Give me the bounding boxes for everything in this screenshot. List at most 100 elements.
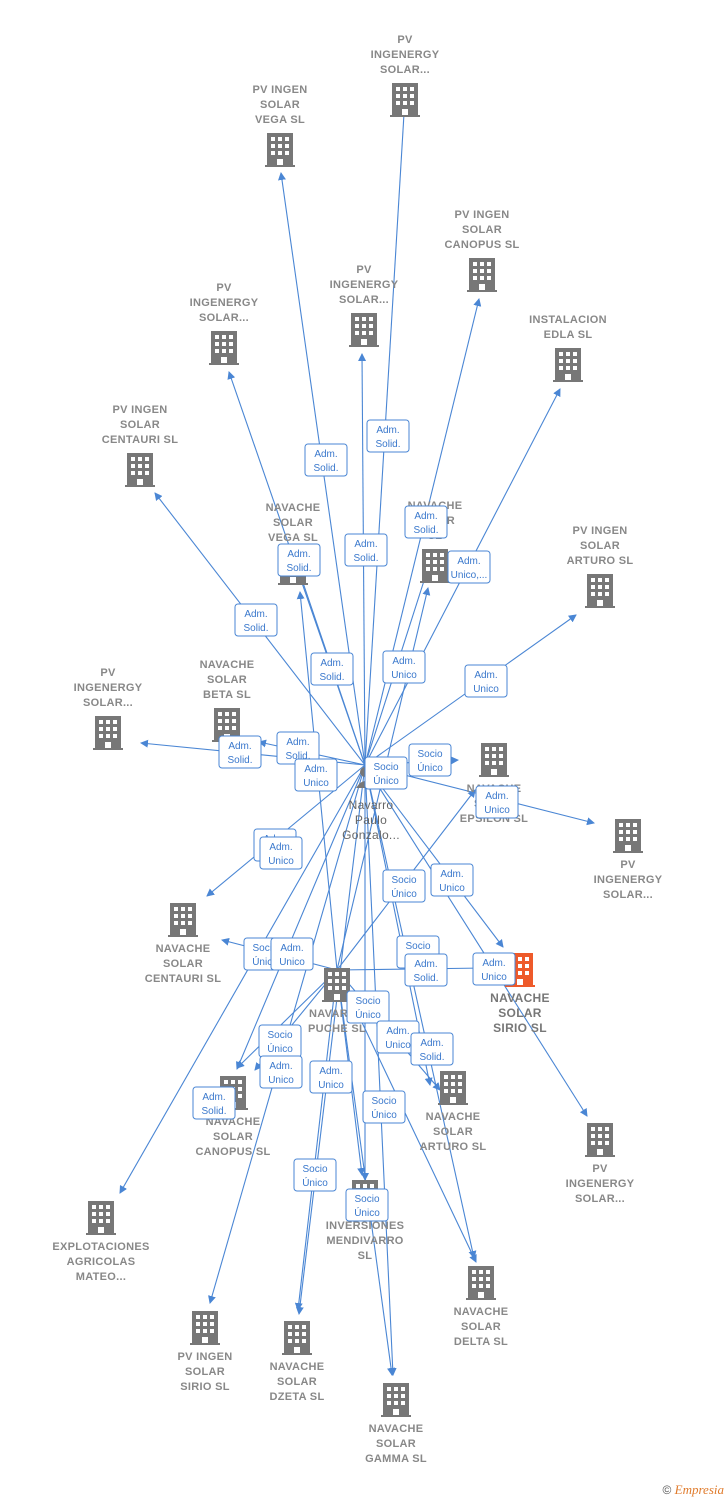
company-label-line: INGENERGY: [190, 297, 259, 309]
edge-label-box: [364, 756, 408, 790]
company-label-line: NAVACHE: [200, 659, 255, 671]
company-label-line: INGENERGY: [566, 1178, 635, 1190]
edge-label-text: Socio: [355, 996, 380, 1007]
company-label-line: CANOPUS SL: [195, 1146, 270, 1158]
building-icon: [209, 331, 239, 365]
edge-label-text: Solid.: [353, 553, 378, 564]
edge-label-l18[interactable]: Adm.Unico: [259, 836, 303, 870]
edge-label-l6[interactable]: Adm.Solid.: [234, 603, 278, 637]
edge-label-l22[interactable]: Adm.Unico: [270, 937, 314, 971]
edge-label-text: Adm.: [392, 656, 415, 667]
edge-label-l30[interactable]: Adm.Unico: [259, 1055, 303, 1089]
edge-label-l24[interactable]: Adm.Solid.: [404, 953, 448, 987]
edge-label-box: [345, 1188, 389, 1222]
edge-label-text: Adm.: [314, 449, 337, 460]
edge-label-box: [475, 785, 519, 819]
edge-label-l7[interactable]: Adm.Unico,...: [447, 550, 491, 584]
edge-label-box: [344, 533, 388, 567]
company-label-line: CANOPUS SL: [444, 239, 519, 251]
company-label-line: SOLAR...: [83, 697, 133, 709]
edge-label-l10[interactable]: Adm.Unico: [464, 664, 508, 698]
edge-label-l29[interactable]: Adm.Solid.: [410, 1032, 454, 1066]
company-node-n14[interactable]: PVINGENERGYSOLAR...: [594, 819, 663, 901]
company-label-line: INSTALACION: [529, 314, 607, 326]
edge-label-l4[interactable]: Adm.Solid.: [344, 533, 388, 567]
building-icon: [585, 1123, 615, 1157]
edge-label-l2[interactable]: Adm.Solid.: [366, 419, 410, 453]
edge-label-l5[interactable]: Adm.Solid.: [404, 505, 448, 539]
edge-label-l3[interactable]: Adm.Solid.: [277, 543, 321, 577]
edge-label-text: Socio: [252, 943, 277, 954]
edge-label-box: [362, 1090, 406, 1124]
building-icon: [381, 1383, 411, 1417]
edge-label-l20[interactable]: Adm.Unico: [430, 863, 474, 897]
edge-label-l13[interactable]: Adm.Unico: [294, 758, 338, 792]
company-label-line: SOLAR: [462, 224, 502, 236]
edge-label-text: Solid.: [313, 463, 338, 474]
company-label-line: PV INGEN: [113, 404, 168, 416]
edge-label-box: [310, 652, 354, 686]
edge-label-l32[interactable]: Adm.Unico: [309, 1060, 353, 1094]
company-node-n5[interactable]: PVINGENERGYSOLAR...: [330, 264, 399, 347]
company-node-n21[interactable]: EXPLOTACIONESAGRICOLASMATEO...: [52, 1201, 149, 1283]
edge-label-l1[interactable]: Adm. Solid.: [304, 443, 348, 477]
company-label-line: PV INGEN: [253, 84, 308, 96]
edge-label-box: [404, 953, 448, 987]
edge-label-l8[interactable]: Adm.Solid.: [310, 652, 354, 686]
company-node-n11[interactable]: PVINGENERGYSOLAR...: [74, 667, 143, 750]
company-node-n4[interactable]: PVINGENERGYSOLAR...: [190, 282, 259, 365]
company-label-line: DZETA SL: [270, 1391, 325, 1403]
company-label-line: VEGA SL: [255, 114, 305, 126]
edge-label-l16[interactable]: Adm.Unico: [475, 785, 519, 819]
edge-label-text: Unico,...: [451, 570, 488, 581]
company-label-line: SOLAR: [461, 1321, 501, 1333]
building-icon: [168, 903, 198, 937]
edge-label-l31[interactable]: Adm.Solid.: [192, 1086, 236, 1120]
edge-label-text: Solid.: [375, 439, 400, 450]
brand-logo[interactable]: Empresia: [674, 1482, 724, 1497]
edge-label-text: Unico: [279, 957, 305, 968]
building-icon: [349, 313, 379, 347]
company-label-line: EXPLOTACIONES: [52, 1241, 149, 1253]
company-label-line: NAVACHE: [270, 1361, 325, 1373]
edge-label-text: Adm.: [304, 764, 327, 775]
building-icon: [420, 549, 450, 583]
company-node-n20[interactable]: PVINGENERGYSOLAR...: [566, 1123, 635, 1205]
edge-label-text: Único: [302, 1176, 328, 1189]
edge-label-l9[interactable]: Adm.Unico: [382, 650, 426, 684]
building-icon: [265, 133, 295, 167]
building-icon: [390, 83, 420, 117]
edge-label-text: Socio: [391, 875, 416, 886]
company-label-line: MATEO...: [76, 1271, 126, 1283]
company-node-n1[interactable]: PVINGENERGYSOLAR...: [371, 34, 440, 117]
person-label-line: Navarro: [349, 798, 394, 812]
edge-label-l25[interactable]: Adm.Unico: [472, 952, 516, 986]
edge-label-box: [259, 1055, 303, 1089]
edge-label-l11[interactable]: Adm.Solid.: [218, 735, 262, 769]
edge-label-text: Adm.: [269, 842, 292, 853]
